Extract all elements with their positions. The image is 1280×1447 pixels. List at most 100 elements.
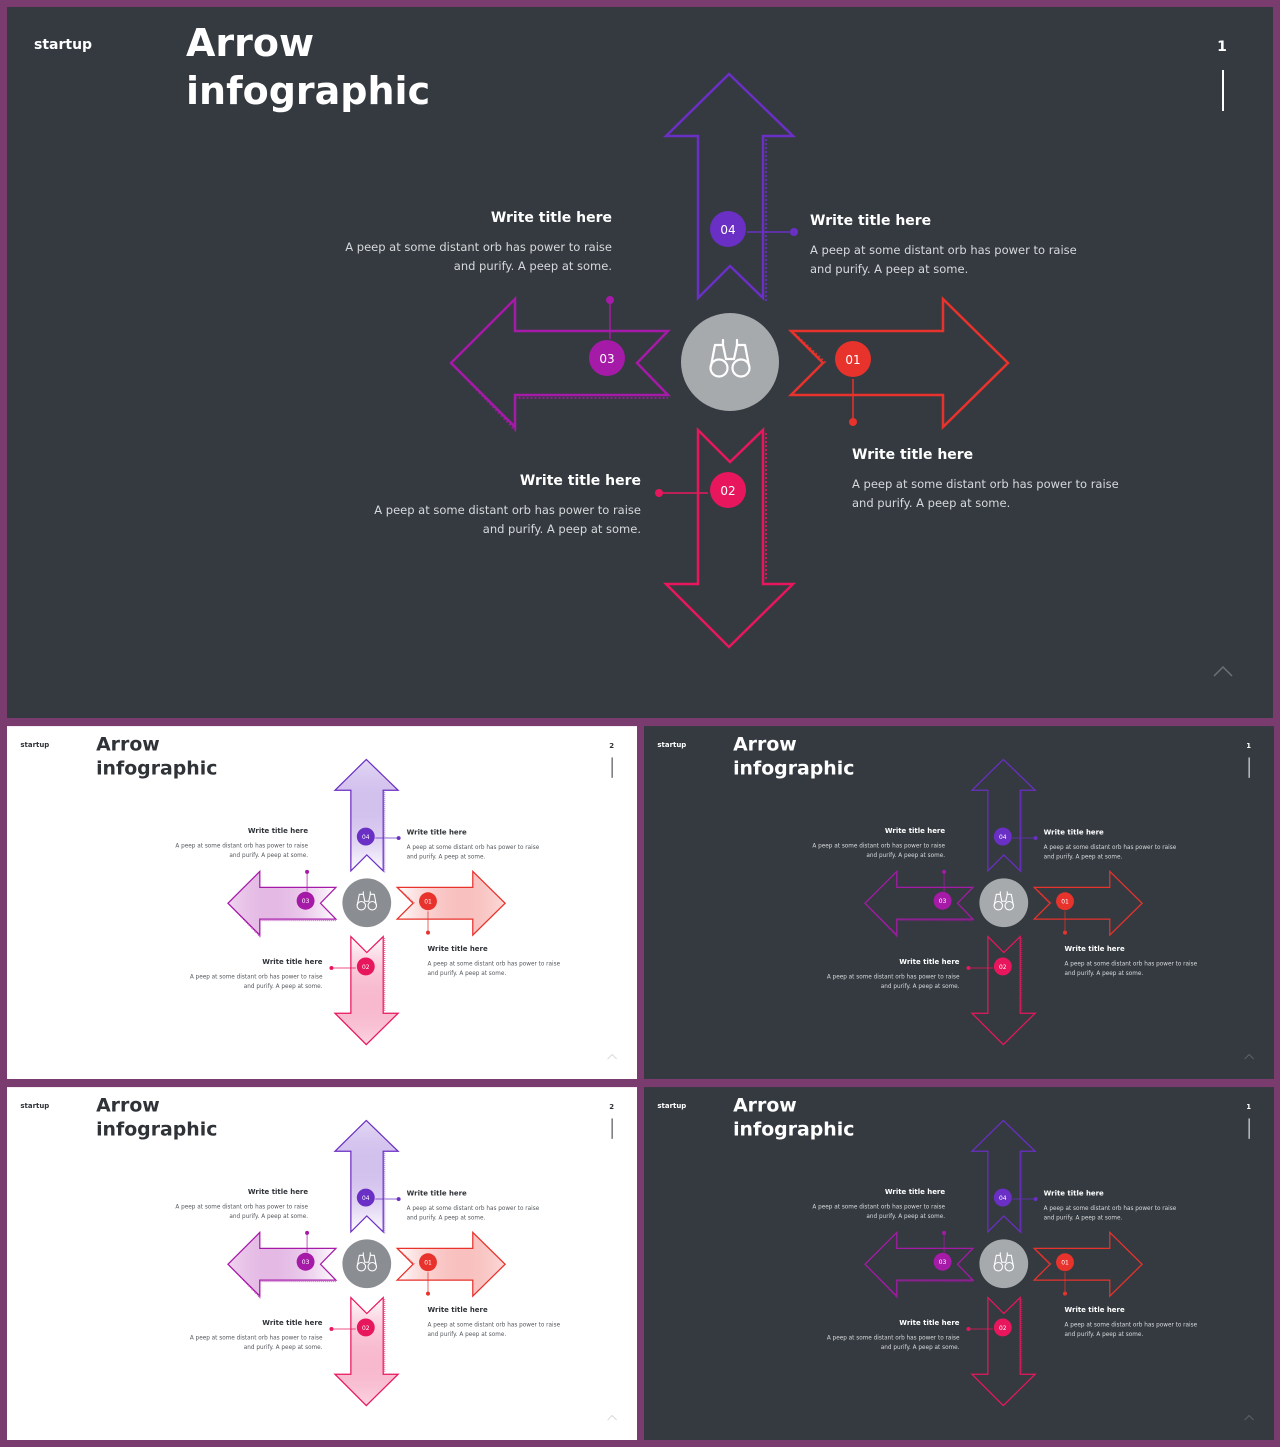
item-03-text-line-1: A peep at some distant orb has power to … xyxy=(175,1205,308,1211)
arrow-left-shadow-edge xyxy=(453,365,668,433)
arrow-up xyxy=(970,1119,1037,1234)
item-01-text-line-2: and purify. A peep at some. xyxy=(1064,1332,1143,1338)
item-03-text-line-1: A peep at some distant orb has power to … xyxy=(812,1205,945,1211)
item-04-text-line-2: and purify. A peep at some. xyxy=(407,854,486,860)
item-02-text-line-1: A peep at some distant orb has power to … xyxy=(190,1335,323,1341)
page-number: 1 xyxy=(1246,1103,1251,1111)
binoculars-icon xyxy=(709,338,751,378)
item-04-text-line-2: and purify. A peep at some. xyxy=(810,262,968,276)
badge-01 xyxy=(419,1253,437,1272)
badge-02-connector-dot xyxy=(329,965,334,970)
slide-title-line-2: infographic xyxy=(96,1118,217,1140)
arrow-left-shadow-edge xyxy=(866,1265,973,1299)
badge-01-connector-dot xyxy=(1063,1291,1067,1296)
chevron-up-icon[interactable] xyxy=(1213,665,1233,677)
arrow-up xyxy=(662,72,797,302)
badge-04-connector-dot xyxy=(1033,836,1038,841)
slide-title-line-2: infographic xyxy=(733,757,854,779)
item-02-title: Write title here xyxy=(899,1319,959,1327)
item-02-title: Write title here xyxy=(262,958,322,966)
item-01-text-line-2: and purify. A peep at some. xyxy=(852,496,1010,510)
badge-04-label: 04 xyxy=(720,223,735,237)
arrow-right xyxy=(395,869,507,937)
badge-02 xyxy=(710,472,746,508)
badge-02-connector-dot xyxy=(655,489,663,497)
item-02-text-line-1: A peep at some distant orb has power to … xyxy=(374,503,641,517)
badge-01-connector-dot xyxy=(849,418,857,426)
arrow-down xyxy=(970,1296,1037,1407)
badge-04 xyxy=(356,1188,375,1207)
center-circle xyxy=(979,878,1029,928)
item-03-text-line-2: and purify. A peep at some. xyxy=(866,1214,945,1220)
badge-01-label: 01 xyxy=(845,353,860,367)
page-number: 2 xyxy=(609,742,614,750)
badge-01-label: 01 xyxy=(424,1260,432,1267)
item-01-text-line-2: and purify. A peep at some. xyxy=(427,971,506,977)
slide-background xyxy=(7,7,1273,718)
slide-title-line-1: Arrow xyxy=(186,21,314,65)
item-03-text-line-2: and purify. A peep at some. xyxy=(454,259,612,273)
item-04-text-line-2: and purify. A peep at some. xyxy=(1044,854,1123,860)
chevron-up-icon[interactable] xyxy=(1244,1415,1254,1421)
badge-03-connector-dot xyxy=(305,1230,310,1235)
badge-01-connector-dot xyxy=(426,1291,430,1296)
arrow-right xyxy=(1032,869,1144,937)
item-02-text-line-2: and purify. A peep at some. xyxy=(244,984,323,990)
item-03-title: Write title here xyxy=(248,1188,308,1196)
item-01-title: Write title here xyxy=(852,447,973,463)
arrow-right-shadow-edge xyxy=(1035,888,1052,904)
item-04-text-line-1: A peep at some distant orb has power to … xyxy=(810,243,1077,257)
badge-01 xyxy=(419,892,437,911)
chevron-up-icon[interactable] xyxy=(607,1054,617,1060)
arrow-right-shadow-edge xyxy=(398,888,415,904)
brand-label: startup xyxy=(657,741,686,749)
brand-label: startup xyxy=(20,741,49,749)
binoculars-icon xyxy=(993,891,1015,911)
badge-02-label: 02 xyxy=(362,964,370,971)
item-03-text-line-2: and purify. A peep at some. xyxy=(866,853,945,859)
chevron-up-icon[interactable] xyxy=(607,1415,617,1421)
page-number: 1 xyxy=(1246,742,1251,750)
chevron-up-icon[interactable] xyxy=(1244,1054,1254,1060)
badge-03-label: 03 xyxy=(939,1259,947,1266)
item-04-title: Write title here xyxy=(407,829,467,837)
badge-01-label: 01 xyxy=(1061,1260,1069,1267)
arrow-down xyxy=(970,935,1037,1046)
binoculars-icon xyxy=(356,1252,378,1272)
brand-label: startup xyxy=(657,1102,686,1110)
item-01-text-line-1: A peep at some distant orb has power to … xyxy=(427,1322,560,1328)
item-01-text-line-1: A peep at some distant orb has power to … xyxy=(1064,1322,1197,1328)
badge-02-connector-dot xyxy=(329,1326,334,1331)
arrow-up xyxy=(333,758,400,873)
slide-title-line-1: Arrow xyxy=(733,1094,797,1116)
badge-03-connector-dot xyxy=(942,869,947,874)
arrow-left xyxy=(449,295,671,431)
badge-02-label: 02 xyxy=(362,1325,370,1332)
arrow-down xyxy=(662,426,797,649)
item-01-text-line-1: A peep at some distant orb has power to … xyxy=(852,477,1119,491)
item-03-text-line-1: A peep at some distant orb has power to … xyxy=(812,844,945,850)
item-01-title: Write title here xyxy=(427,945,487,953)
badge-03-label: 03 xyxy=(599,352,614,366)
badge-01 xyxy=(1056,1253,1074,1272)
item-04-title: Write title here xyxy=(1044,829,1104,837)
item-02-title: Write title here xyxy=(520,473,641,489)
arrow-left xyxy=(864,869,975,937)
center-circle xyxy=(342,1239,392,1289)
slide-title-line-2: infographic xyxy=(96,757,217,779)
badge-02-label: 02 xyxy=(720,484,735,498)
arrow-down xyxy=(333,1296,400,1407)
item-02-text-line-2: and purify. A peep at some. xyxy=(244,1345,323,1351)
center-circle xyxy=(979,1239,1029,1289)
badge-02-label: 02 xyxy=(999,964,1007,971)
badge-04-connector-dot xyxy=(396,1197,401,1202)
badge-03 xyxy=(933,891,952,910)
arrow-left-shadow-edge xyxy=(229,904,336,938)
item-01-text-line-2: and purify. A peep at some. xyxy=(1064,971,1143,977)
item-01-title: Write title here xyxy=(427,1306,487,1314)
